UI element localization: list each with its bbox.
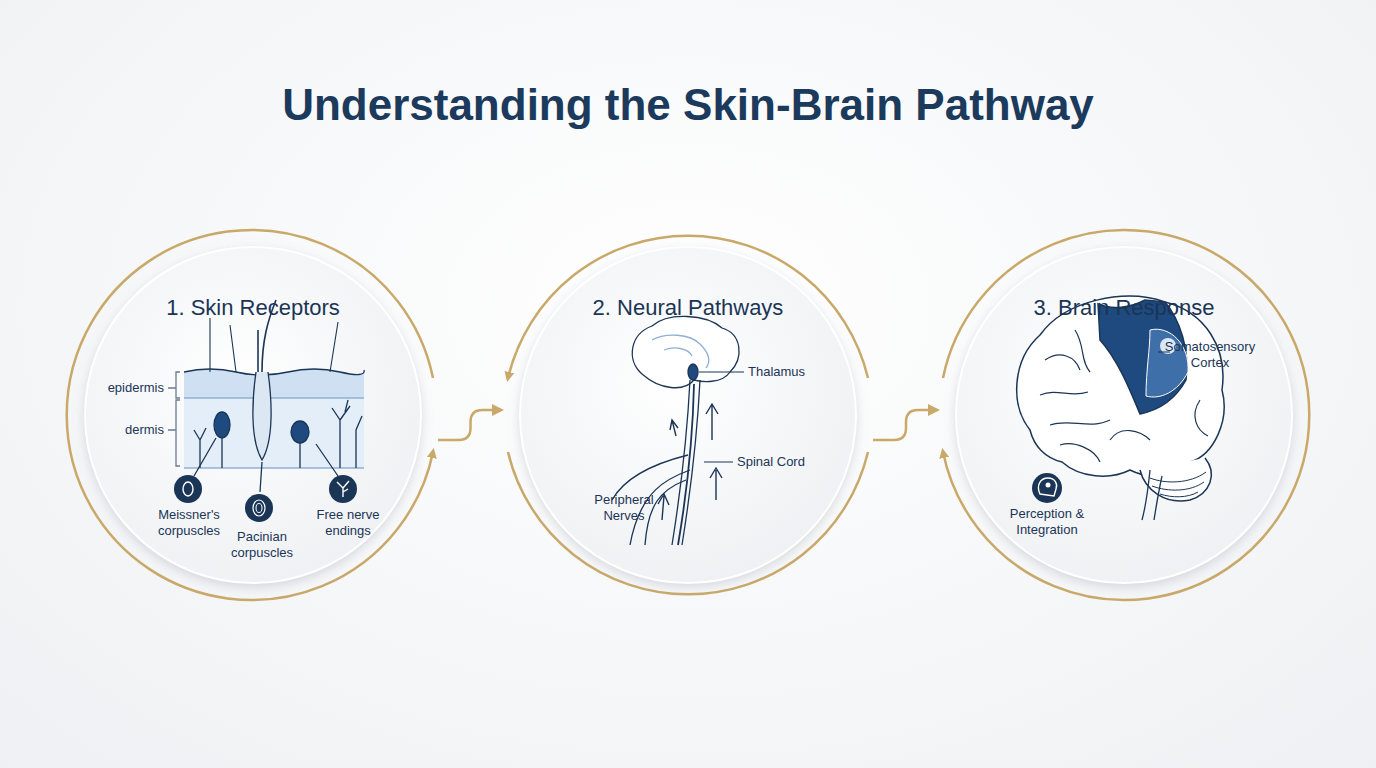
- step-heading: 2. Neural Pathways: [503, 230, 873, 321]
- part-label: Thalamus: [748, 364, 838, 380]
- part-label: dermis: [92, 422, 164, 438]
- step-circle: 1. Skin Receptors: [68, 230, 438, 600]
- part-label: Somatosensory Cortex: [1158, 339, 1262, 371]
- step-heading: 1. Skin Receptors: [68, 230, 438, 321]
- step-heading: 3. Brain Response: [939, 230, 1309, 321]
- diagram-title: Understanding the Skin-Brain Pathway: [0, 80, 1376, 130]
- step-circle: 3. Brain Response: [939, 230, 1309, 600]
- part-label: Pacinian corpuscles: [221, 529, 303, 561]
- part-label: Meissner's corpuscles: [146, 507, 232, 539]
- part-label: Free nerve endings: [305, 507, 391, 539]
- flow-arrow: [438, 410, 501, 440]
- part-label: Spinal Cord: [737, 454, 837, 470]
- part-label: Perception & Integration: [999, 506, 1095, 538]
- step-circle: 2. Neural Pathways: [503, 230, 873, 600]
- part-label: epidermis: [92, 380, 164, 396]
- part-label: Peripheral Nerves: [584, 492, 664, 524]
- flow-arrow: [873, 410, 937, 440]
